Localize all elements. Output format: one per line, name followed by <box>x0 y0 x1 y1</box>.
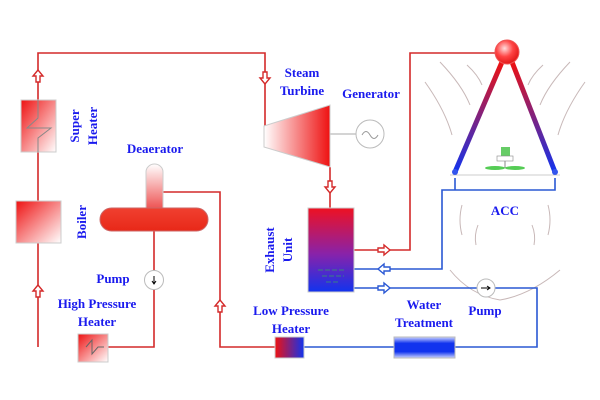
flow-arrow-left-icon <box>376 262 391 276</box>
exhaust-to-acc-pipe <box>354 52 495 251</box>
flow-arrow-down-icon <box>258 71 272 86</box>
feed-pump-label: Pump <box>96 271 129 286</box>
steam-pipe-main <box>37 52 266 347</box>
acc-label: ACC <box>491 203 519 218</box>
flow-arrow-up-icon <box>31 283 45 298</box>
deaerator[interactable] <box>99 163 209 232</box>
boiler[interactable] <box>15 200 62 244</box>
flow-arrow-right-icon <box>377 281 392 295</box>
condensate-pump[interactable] <box>476 278 496 298</box>
acc-airflow-arcs <box>424 61 586 301</box>
fan-icon <box>485 147 525 170</box>
cooling-return-pipe <box>354 287 538 348</box>
air-cooled-condenser[interactable] <box>450 39 560 176</box>
low-pressure-heater[interactable] <box>274 336 305 359</box>
deaerator-label: Deaerator <box>127 141 184 156</box>
deaerator-feed-pipe <box>163 191 275 348</box>
boiler-label: Boiler <box>74 205 89 239</box>
flow-arrow-right-icon <box>377 243 392 257</box>
exhaust-unit[interactable] <box>307 207 355 293</box>
hp-heater-to-pump-pipe <box>108 230 155 348</box>
super-heater[interactable] <box>20 99 57 153</box>
flow-arrow-up-icon <box>213 298 227 313</box>
water-treatment[interactable] <box>393 336 456 359</box>
flow-arrow-down-icon <box>323 180 337 195</box>
steam-turbine[interactable] <box>263 104 331 168</box>
flow-arrow-up-icon <box>31 68 45 83</box>
generator-label: Generator <box>342 86 400 101</box>
ac-wave-icon <box>361 131 379 139</box>
high-pressure-heater[interactable] <box>77 333 109 363</box>
acc-condensate-pipe <box>354 178 556 270</box>
feed-pump[interactable] <box>144 270 164 290</box>
condensate-pump-label: Pump <box>468 303 501 318</box>
generator[interactable] <box>355 119 385 149</box>
